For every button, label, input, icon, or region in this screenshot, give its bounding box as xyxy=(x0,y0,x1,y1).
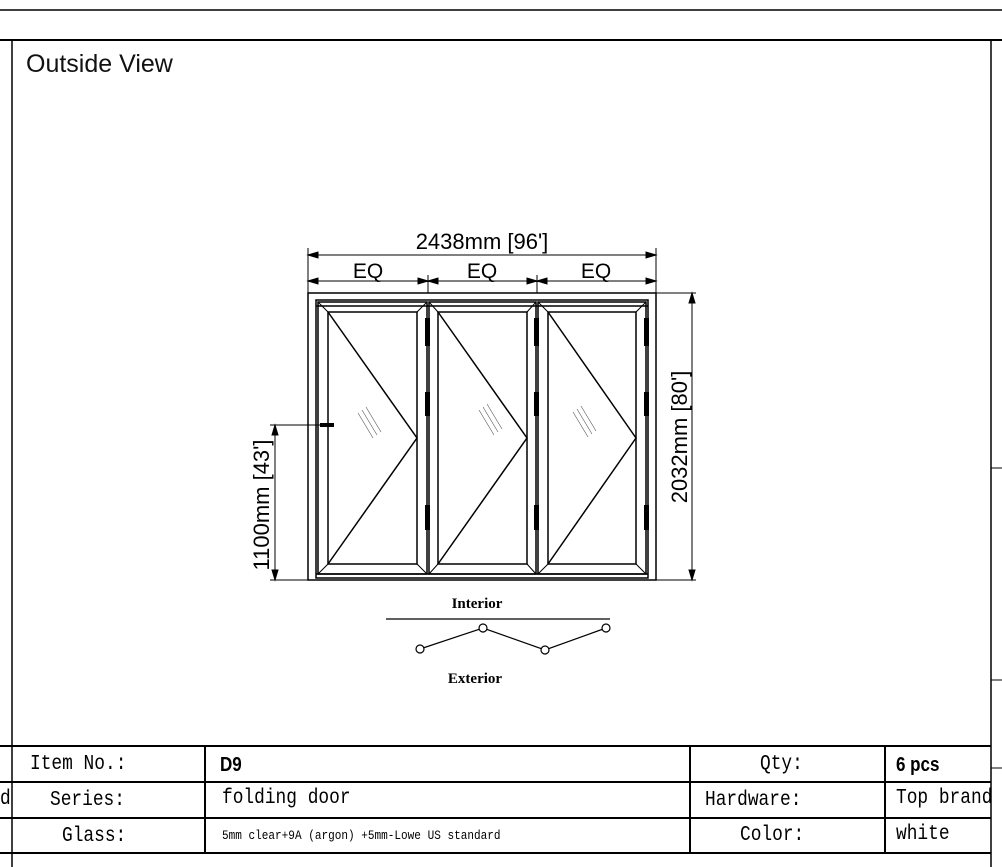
door-frame xyxy=(307,292,657,581)
item-no-label: Item No.: xyxy=(30,753,127,776)
series-value: folding door xyxy=(222,787,351,810)
height-dimension-label: 2032mm [80'] xyxy=(667,371,692,504)
eq-label-2: EQ xyxy=(467,260,497,283)
eq-label-1: EQ xyxy=(353,260,383,283)
view-title: Outside View xyxy=(26,50,173,78)
folding-plan-diagram xyxy=(386,618,611,655)
qty-label: Qty: xyxy=(760,753,803,776)
series-label: Series: xyxy=(50,789,125,812)
handle-height-label: 1100mm [43'] xyxy=(249,440,274,571)
width-dimension-label: 2438mm [96'] xyxy=(416,229,549,254)
item-no-value: D9 xyxy=(220,754,242,776)
hardware-value: Top brand xyxy=(896,787,993,810)
door-panel-3 xyxy=(537,301,647,575)
spec-table-grid xyxy=(0,745,991,854)
exterior-label: Exterior xyxy=(448,671,502,687)
handle-icon xyxy=(320,423,334,427)
color-value: white xyxy=(896,823,950,846)
cut-off-text: d xyxy=(0,788,11,811)
door-panel-2 xyxy=(428,301,537,575)
dimension-lines xyxy=(270,248,696,582)
glass-label: Glass: xyxy=(62,825,127,848)
glass-value: 5mm clear+9A (argon) +5mm-Lowe US standa… xyxy=(222,828,501,843)
hinges xyxy=(425,318,649,530)
door-panels xyxy=(317,301,647,575)
interior-label: Interior xyxy=(452,596,503,612)
door-panel-1 xyxy=(317,301,428,575)
hardware-label: Hardware: xyxy=(705,789,802,812)
sheet-border xyxy=(0,9,1002,867)
qty-value: 6 pcs xyxy=(896,754,940,776)
color-label: Color: xyxy=(740,824,805,847)
eq-label-3: EQ xyxy=(581,260,611,283)
